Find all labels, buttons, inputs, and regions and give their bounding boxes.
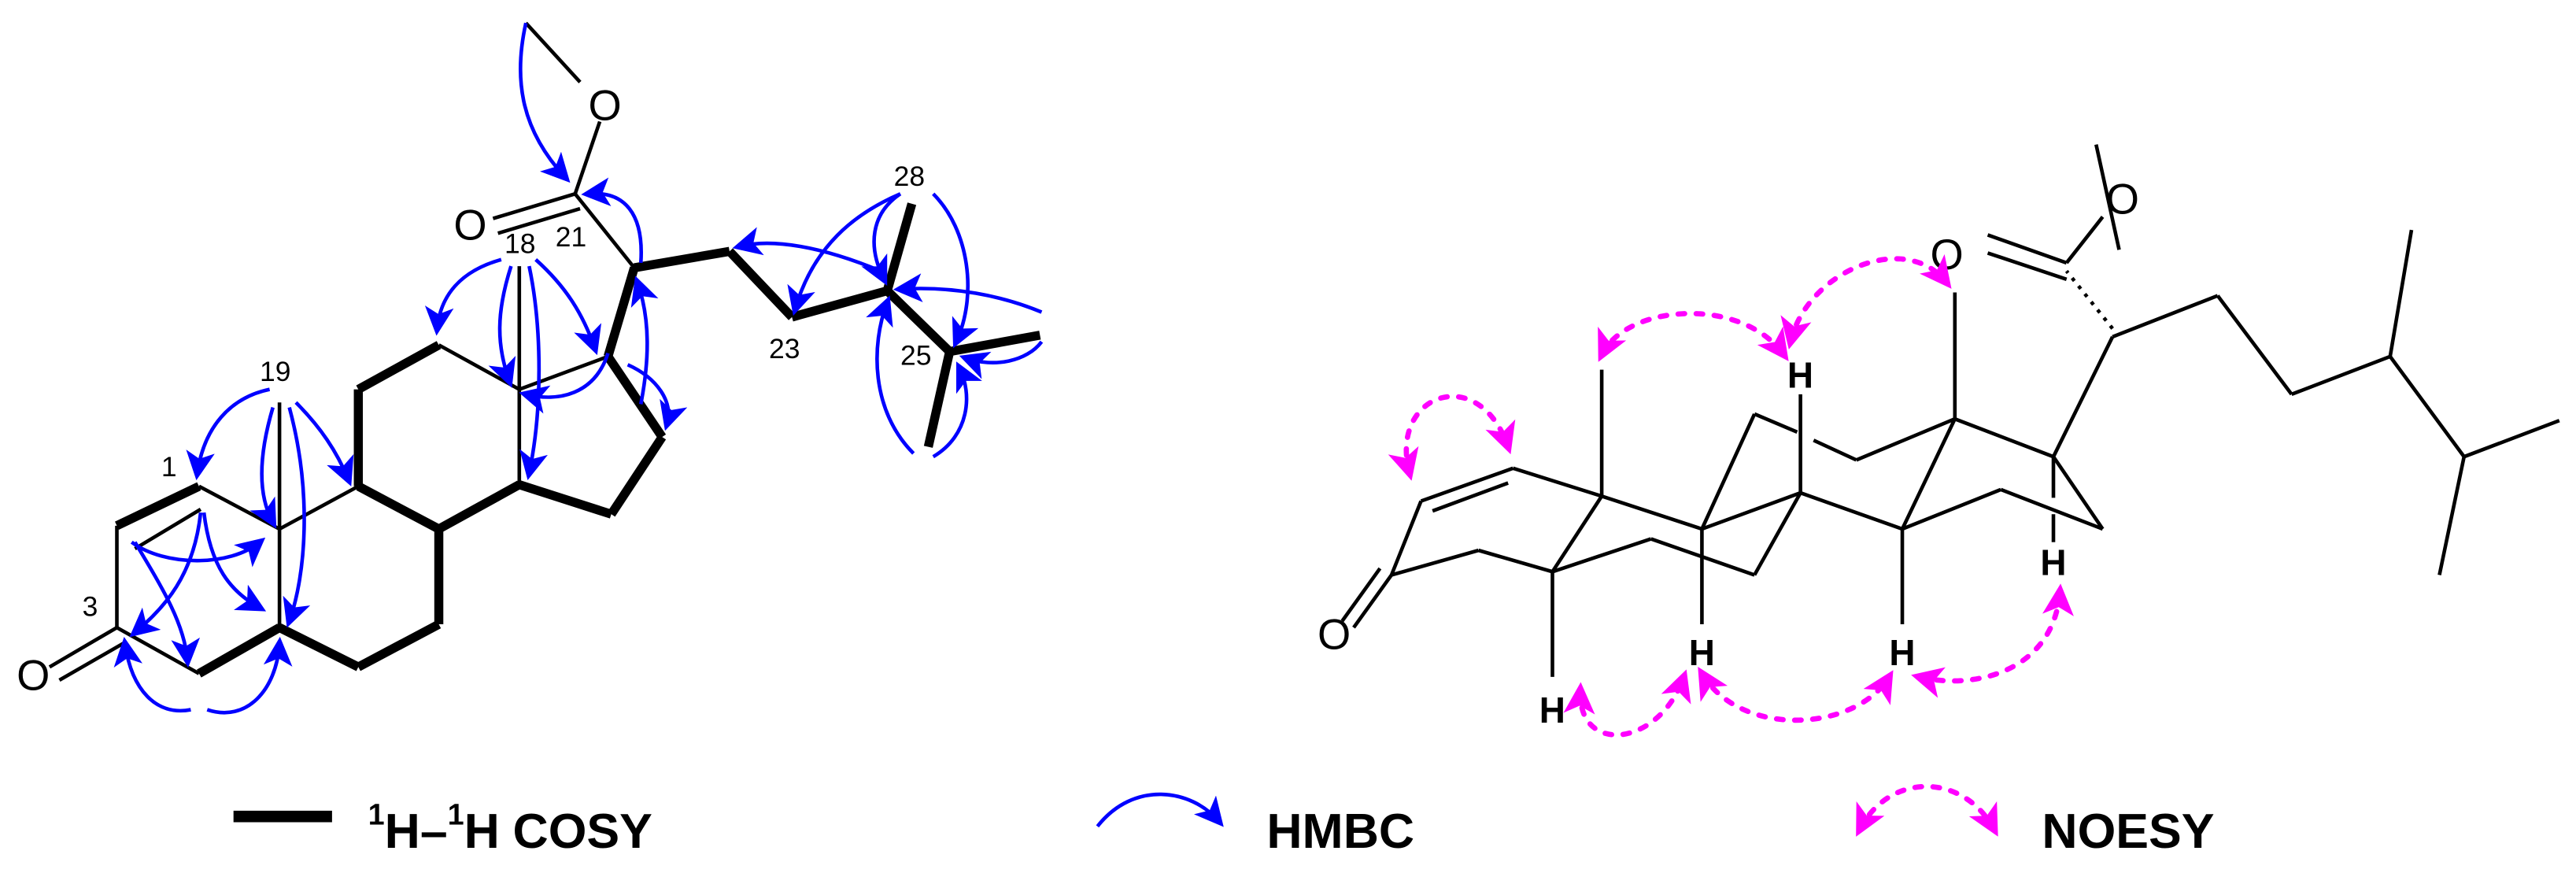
carbonyl-oxygen-label: O: [453, 202, 486, 250]
h-label-c8: H: [1787, 355, 1813, 396]
hmbc-arrow-swatch: [1096, 792, 1224, 828]
h-label-c17: H: [2040, 542, 2066, 583]
position-21-label: 21: [556, 221, 586, 253]
noesy-label: NOESY: [2042, 804, 2214, 859]
right-methoxy-oxygen-label: O: [2106, 176, 2139, 223]
ring-a-bonds: [48, 482, 282, 682]
ketone-oxygen-label: O: [17, 653, 50, 700]
position-28-label: 28: [894, 161, 925, 192]
right-structure: O O O H H H H H: [1318, 144, 2560, 738]
hmbc-label: HMBC: [1266, 804, 1414, 859]
noesy-correlations: [1388, 253, 2074, 738]
right-ketone-oxygen-label: O: [1318, 611, 1351, 658]
legend-noesy: NOESY: [1856, 783, 2215, 859]
position-3-label: 3: [83, 591, 98, 623]
left-structure: O O O 1 3 18 19 21 23 25 28: [17, 21, 1044, 715]
right-skeleton-bonds: [1340, 144, 2560, 677]
position-18-label: 18: [504, 227, 535, 259]
h-label-c9: H: [1689, 632, 1715, 673]
ring-b-bonds: [277, 482, 444, 671]
h-label-c5: H: [1539, 690, 1565, 731]
h-label-c14: H: [1889, 632, 1915, 673]
ring-d-bonds: [518, 353, 667, 519]
position-23-label: 23: [769, 333, 800, 364]
position-1-label: 1: [161, 451, 177, 483]
position-25-label: 25: [900, 339, 931, 371]
hmbc-correlations: [113, 22, 1044, 715]
methoxy-oxygen-label: O: [588, 82, 621, 129]
legend-hmbc: HMBC: [1096, 792, 1414, 859]
position-19-label: 19: [260, 356, 290, 387]
noesy-arrow-swatch: [1856, 783, 1998, 837]
